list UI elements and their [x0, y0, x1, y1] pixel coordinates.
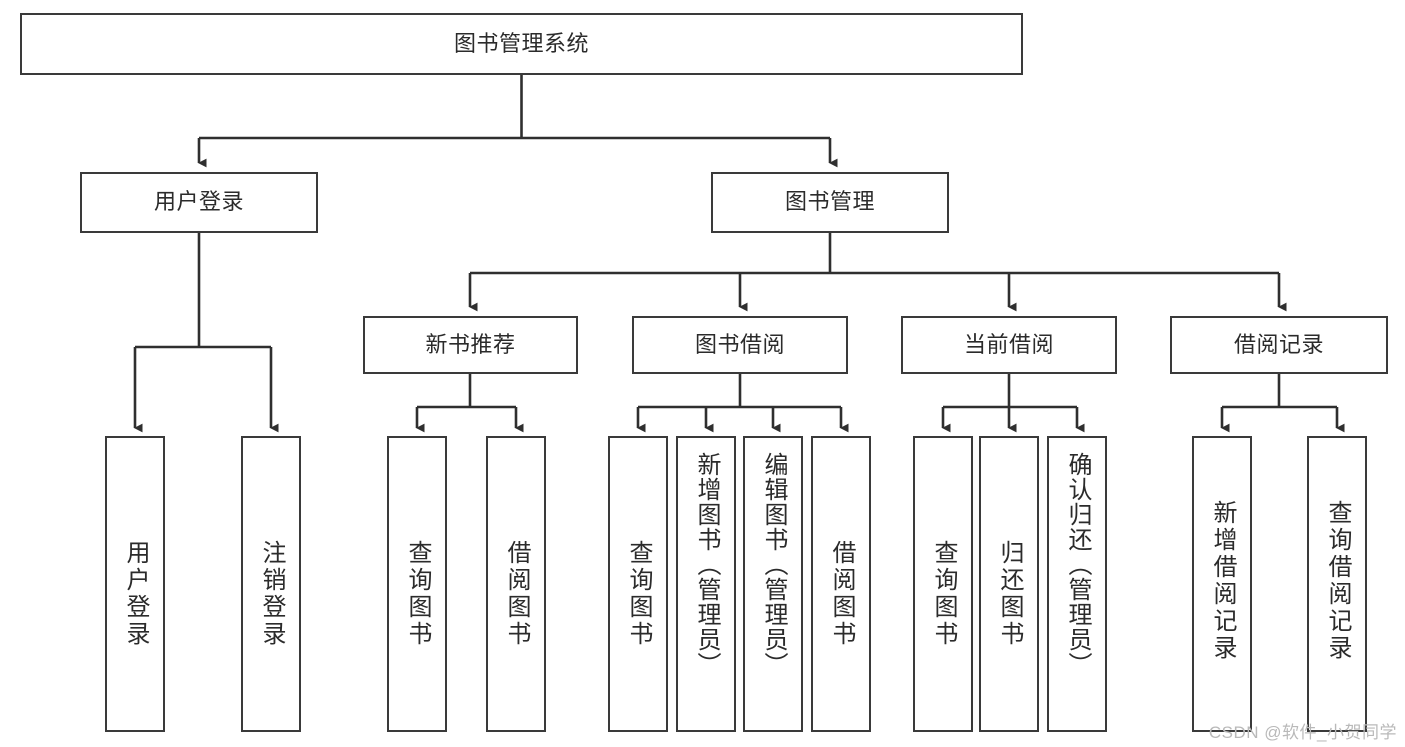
- node-leaf-query-book-borrow-label: 查询图书: [625, 540, 652, 648]
- node-leaf-query-book-recommend-label: 查询图书: [404, 540, 431, 648]
- node-leaf-borrow-book-recommend[interactable]: 借阅图书: [486, 436, 546, 732]
- node-leaf-add-borrow-record[interactable]: 新增借阅记录: [1192, 436, 1252, 732]
- node-leaf-borrow-book-recommend-label: 借阅图书: [503, 540, 530, 648]
- node-leaf-logout-login[interactable]: 注销登录: [241, 436, 301, 732]
- node-book-borrow-label: 图书借阅: [694, 331, 785, 357]
- node-book-borrow[interactable]: 图书借阅: [632, 316, 848, 374]
- node-root-book-management-system[interactable]: 图书管理系统: [20, 13, 1023, 75]
- node-new-book-recommend[interactable]: 新书推荐: [363, 316, 578, 374]
- node-user-login-label: 用户登录: [153, 189, 244, 215]
- node-leaf-user-login-label: 用户登录: [122, 540, 149, 648]
- node-leaf-confirm-return-admin[interactable]: 确认归还（管理员）: [1047, 436, 1107, 732]
- node-root-label: 图书管理系统: [453, 30, 589, 56]
- node-user-login[interactable]: 用户登录: [80, 172, 318, 233]
- node-leaf-edit-book-admin[interactable]: 编辑图书（管理员）: [743, 436, 803, 732]
- node-leaf-edit-book-admin-label: 编辑图书（管理员）: [760, 452, 787, 677]
- node-leaf-query-borrow-record-label: 查询借阅记录: [1324, 500, 1351, 662]
- node-borrow-record-label: 借阅记录: [1233, 331, 1324, 357]
- node-new-book-recommend-label: 新书推荐: [425, 331, 516, 357]
- node-current-borrow-label: 当前借阅: [963, 331, 1054, 357]
- node-book-management[interactable]: 图书管理: [711, 172, 949, 233]
- node-leaf-confirm-return-admin-label: 确认归还（管理员）: [1064, 452, 1091, 677]
- node-leaf-add-book-admin-label: 新增图书（管理员）: [693, 452, 720, 677]
- node-leaf-query-book-current-label: 查询图书: [930, 540, 957, 648]
- node-leaf-add-borrow-record-label: 新增借阅记录: [1209, 500, 1236, 662]
- node-leaf-borrow-book-borrow[interactable]: 借阅图书: [811, 436, 871, 732]
- csdn-watermark: CSDN @软件_小贺同学: [1208, 723, 1397, 742]
- node-leaf-query-book-current[interactable]: 查询图书: [913, 436, 973, 732]
- node-leaf-query-book-borrow[interactable]: 查询图书: [608, 436, 668, 732]
- node-leaf-borrow-book-borrow-label: 借阅图书: [828, 540, 855, 648]
- node-leaf-add-book-admin[interactable]: 新增图书（管理员）: [676, 436, 736, 732]
- node-current-borrow[interactable]: 当前借阅: [901, 316, 1117, 374]
- node-leaf-logout-login-label: 注销登录: [258, 540, 285, 648]
- node-leaf-query-borrow-record[interactable]: 查询借阅记录: [1307, 436, 1367, 732]
- node-leaf-query-book-recommend[interactable]: 查询图书: [387, 436, 447, 732]
- node-leaf-return-book-label: 归还图书: [996, 540, 1023, 648]
- node-leaf-return-book[interactable]: 归还图书: [979, 436, 1039, 732]
- node-book-management-label: 图书管理: [784, 189, 875, 215]
- node-leaf-user-login[interactable]: 用户登录: [105, 436, 165, 732]
- node-borrow-record[interactable]: 借阅记录: [1170, 316, 1388, 374]
